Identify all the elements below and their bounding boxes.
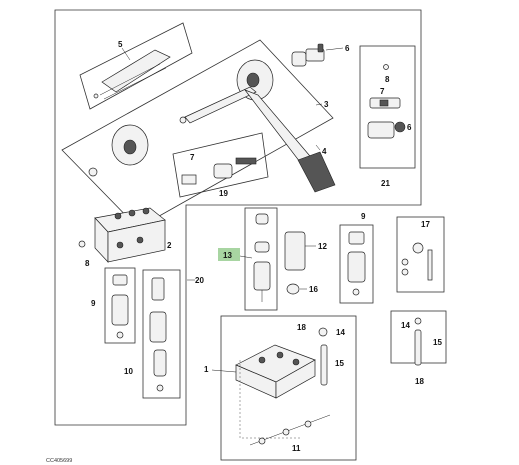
callout-11: 11 <box>292 444 301 453</box>
callout-18-right: 18 <box>415 377 424 386</box>
part5-box <box>79 22 193 110</box>
handle-bar <box>243 89 316 167</box>
part16 <box>286 283 300 295</box>
callout-9-left: 9 <box>91 299 96 308</box>
handle-box <box>61 39 334 229</box>
part9-left-box <box>104 267 136 344</box>
callout-9-right: 9 <box>361 212 366 221</box>
group1-box <box>220 315 357 461</box>
group21-box <box>359 45 416 169</box>
callout-18-group1: 18 <box>297 323 306 332</box>
part5-plate <box>101 49 171 93</box>
callout-3: 3 <box>324 100 329 109</box>
callout-8-group21: 8 <box>385 75 390 84</box>
part10-box <box>142 269 181 399</box>
callout-7-group19: 7 <box>190 153 195 162</box>
callout-5: 5 <box>118 40 123 49</box>
callout-7-group21: 7 <box>380 87 385 96</box>
callout-8-left: 8 <box>85 259 90 268</box>
valve-block <box>94 207 166 263</box>
callout-20: 20 <box>195 276 204 285</box>
group17-box <box>396 216 445 293</box>
lever-arm <box>184 86 257 124</box>
callout-10: 10 <box>124 367 133 376</box>
callout-13-highlight <box>218 248 240 261</box>
grip <box>297 151 336 193</box>
callout-14-group1: 14 <box>336 328 345 337</box>
callout-15-right: 15 <box>433 338 442 347</box>
callout-4: 4 <box>322 147 327 156</box>
callout-2: 2 <box>167 241 172 250</box>
part6-top <box>291 43 325 67</box>
callout-14-right: 14 <box>401 321 410 330</box>
callout-12: 12 <box>318 242 327 251</box>
reference-code: CC405699 <box>46 458 72 464</box>
callout-6-group21: 6 <box>407 123 412 132</box>
callout-19: 19 <box>219 189 228 198</box>
nut <box>88 167 98 177</box>
callout-6-top: 6 <box>345 44 350 53</box>
main-frame <box>54 9 422 426</box>
callout-13: 13 <box>223 251 232 260</box>
part12 <box>284 231 306 271</box>
group13-box <box>244 207 278 311</box>
callout-1: 1 <box>204 365 209 374</box>
callout-16: 16 <box>309 285 318 294</box>
callout-17: 17 <box>421 220 430 229</box>
group19-box <box>172 132 269 198</box>
callout-21: 21 <box>381 179 390 188</box>
part9-right-box <box>339 224 374 304</box>
callout-15-group1: 15 <box>335 359 344 368</box>
